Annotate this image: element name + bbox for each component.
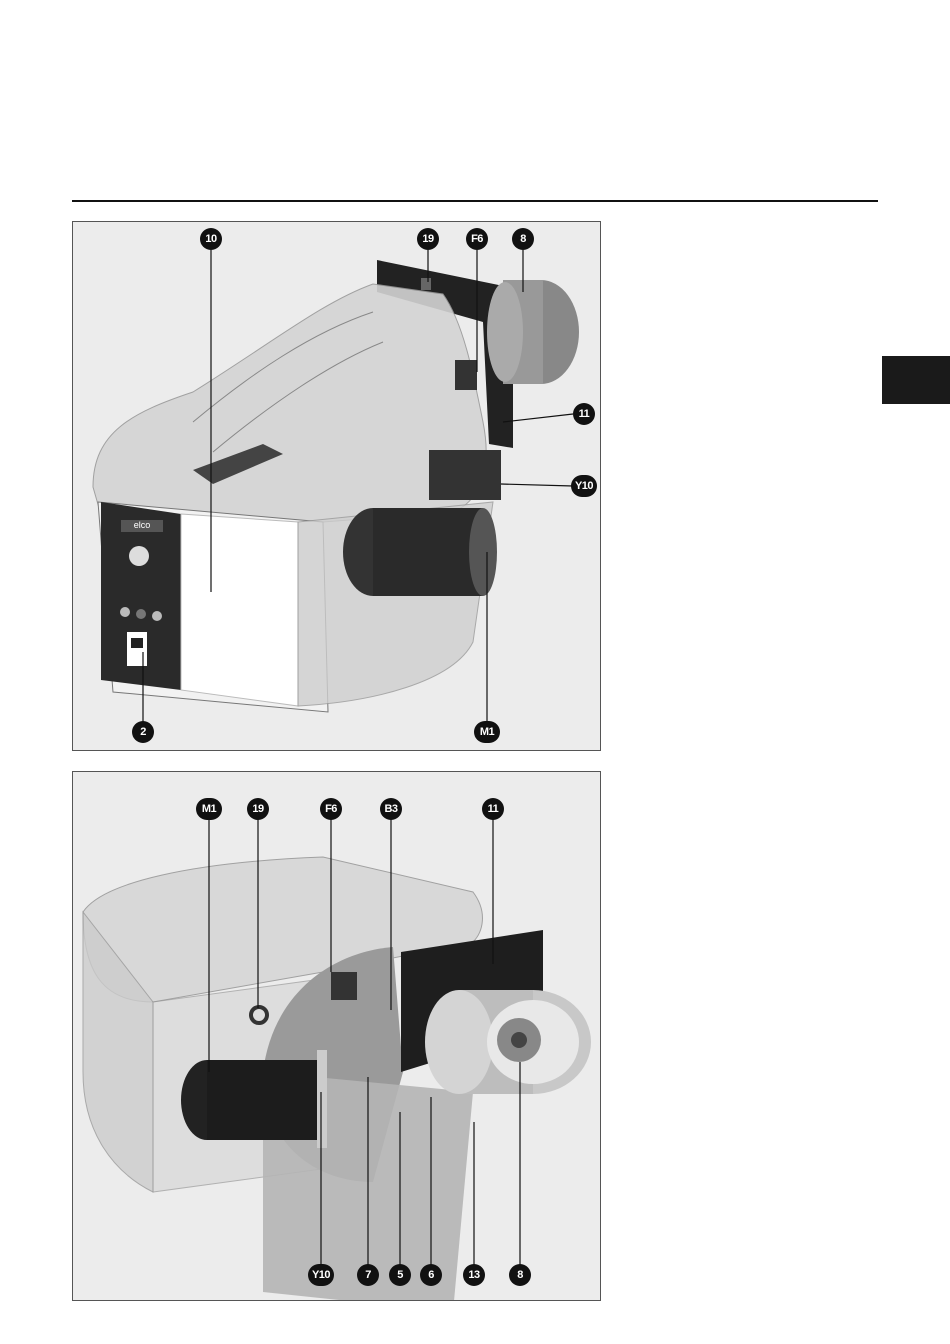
callout-7: 7: [357, 1264, 379, 1286]
callout-5: 5: [389, 1264, 411, 1286]
callout-b3: B3: [380, 798, 402, 820]
callout-11: 11: [573, 403, 595, 425]
callout-f6: F6: [466, 228, 488, 250]
burner-rear-illustration: [73, 772, 601, 1301]
callout-2: 2: [132, 721, 154, 743]
chapter-tab: [882, 356, 950, 404]
callout-y10: Y10: [308, 1264, 334, 1286]
callout-6: 6: [420, 1264, 442, 1286]
control-panel-brand-label: elco: [125, 518, 159, 532]
header-rule: [72, 200, 878, 202]
callout-10: 10: [200, 228, 222, 250]
callout-f6: F6: [320, 798, 342, 820]
callout-m1: M1: [196, 798, 222, 820]
callout-11: 11: [482, 798, 504, 820]
callout-19: 19: [247, 798, 269, 820]
burner-front-view-figure: elco 10 19 F6 8 11 Y10 2 M1: [72, 221, 601, 751]
callout-8: 8: [512, 228, 534, 250]
callout-8: 8: [509, 1264, 531, 1286]
callout-13: 13: [463, 1264, 485, 1286]
callout-y10: Y10: [571, 475, 597, 497]
burner-rear-view-figure: M1 19 F6 B3 11 Y10 7 5 6 13 8: [72, 771, 601, 1301]
burner-front-illustration: [73, 222, 601, 751]
callout-m1: M1: [474, 721, 500, 743]
callout-19: 19: [417, 228, 439, 250]
